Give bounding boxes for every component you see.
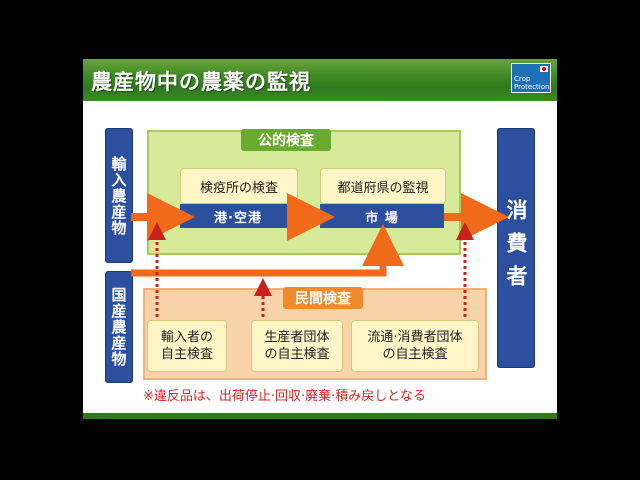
crop-protection-logo: Crop Protection — [511, 63, 551, 93]
bottom-bar — [83, 413, 557, 419]
prefecture-place-bar: 市 場 — [320, 204, 444, 228]
slide-title: 農産物中の農薬の監視 — [91, 70, 311, 94]
violation-note: ※違反品は、出荷停止·回収·廃棄·積み戻しとなる — [143, 389, 426, 404]
domestic-produce-label: 国産農産物 — [109, 287, 128, 367]
public-inspection-label: 公的検査 — [241, 129, 331, 151]
quarantine-place-bar: 港·空港 — [180, 204, 296, 228]
logo-line1: Crop — [514, 75, 531, 83]
consumer-label: 消費者 — [504, 198, 528, 298]
imported-produce-box: 輸入農産物 — [105, 128, 133, 263]
importer-self-check-box: 輸入者の 自主検査 — [147, 320, 227, 372]
consumer-box: 消費者 — [497, 128, 535, 368]
producer-self-check-box: 生産者団体 の自主検査 — [251, 320, 343, 372]
domestic-produce-box: 国産農産物 — [105, 271, 133, 383]
logo-line2: Protection — [514, 83, 550, 91]
slide: 農産物中の農薬の監視 Crop Protection 輸入農産物 国産農産物 消… — [83, 59, 557, 419]
distributor-self-check-box: 流通·消費者団体 の自主検査 — [351, 320, 479, 372]
japan-flag-icon — [540, 66, 548, 72]
quarantine-title-box: 検疫所の検査 — [180, 168, 298, 204]
prefecture-title-box: 都道府県の監視 — [320, 168, 446, 204]
private-inspection-label: 民間検査 — [283, 287, 363, 309]
title-bar: 農産物中の農薬の監視 Crop Protection — [83, 59, 557, 101]
imported-produce-label: 輸入農産物 — [109, 155, 128, 236]
